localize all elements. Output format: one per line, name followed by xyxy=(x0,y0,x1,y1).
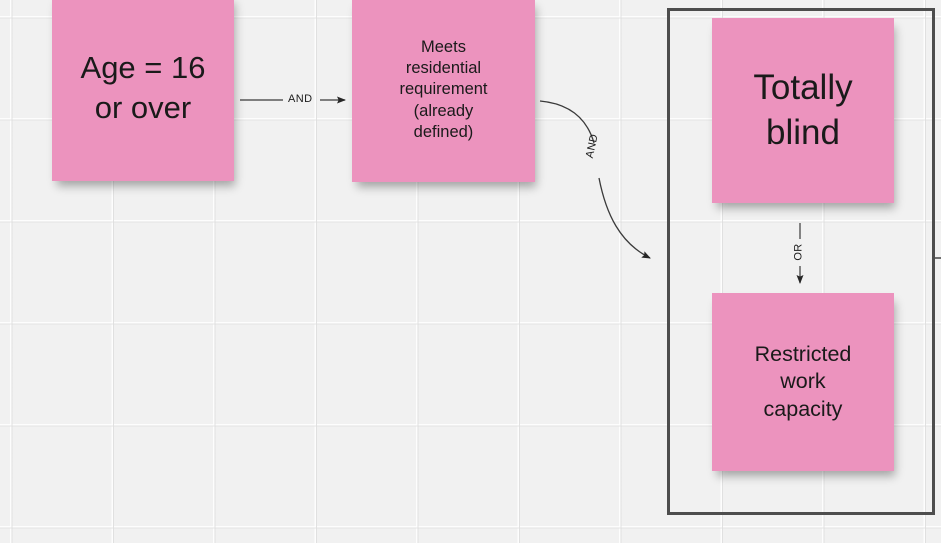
connector-label-or: OR xyxy=(792,243,805,261)
connector-residential-to-group[interactable] xyxy=(539,100,651,259)
condition-group-container[interactable] xyxy=(667,8,935,515)
connector-label-and-1: AND xyxy=(288,93,313,105)
sticky-note-totally-blind[interactable]: Totally blind xyxy=(712,18,894,203)
sticky-note-restricted-work-capacity[interactable]: Restricted work capacity xyxy=(712,293,894,471)
sticky-note-age[interactable]: Age = 16 or over xyxy=(52,0,234,181)
sticky-note-residential-requirement[interactable]: Meets residential requirement (already d… xyxy=(352,0,535,182)
connector-label-and-2: AND xyxy=(583,132,601,160)
